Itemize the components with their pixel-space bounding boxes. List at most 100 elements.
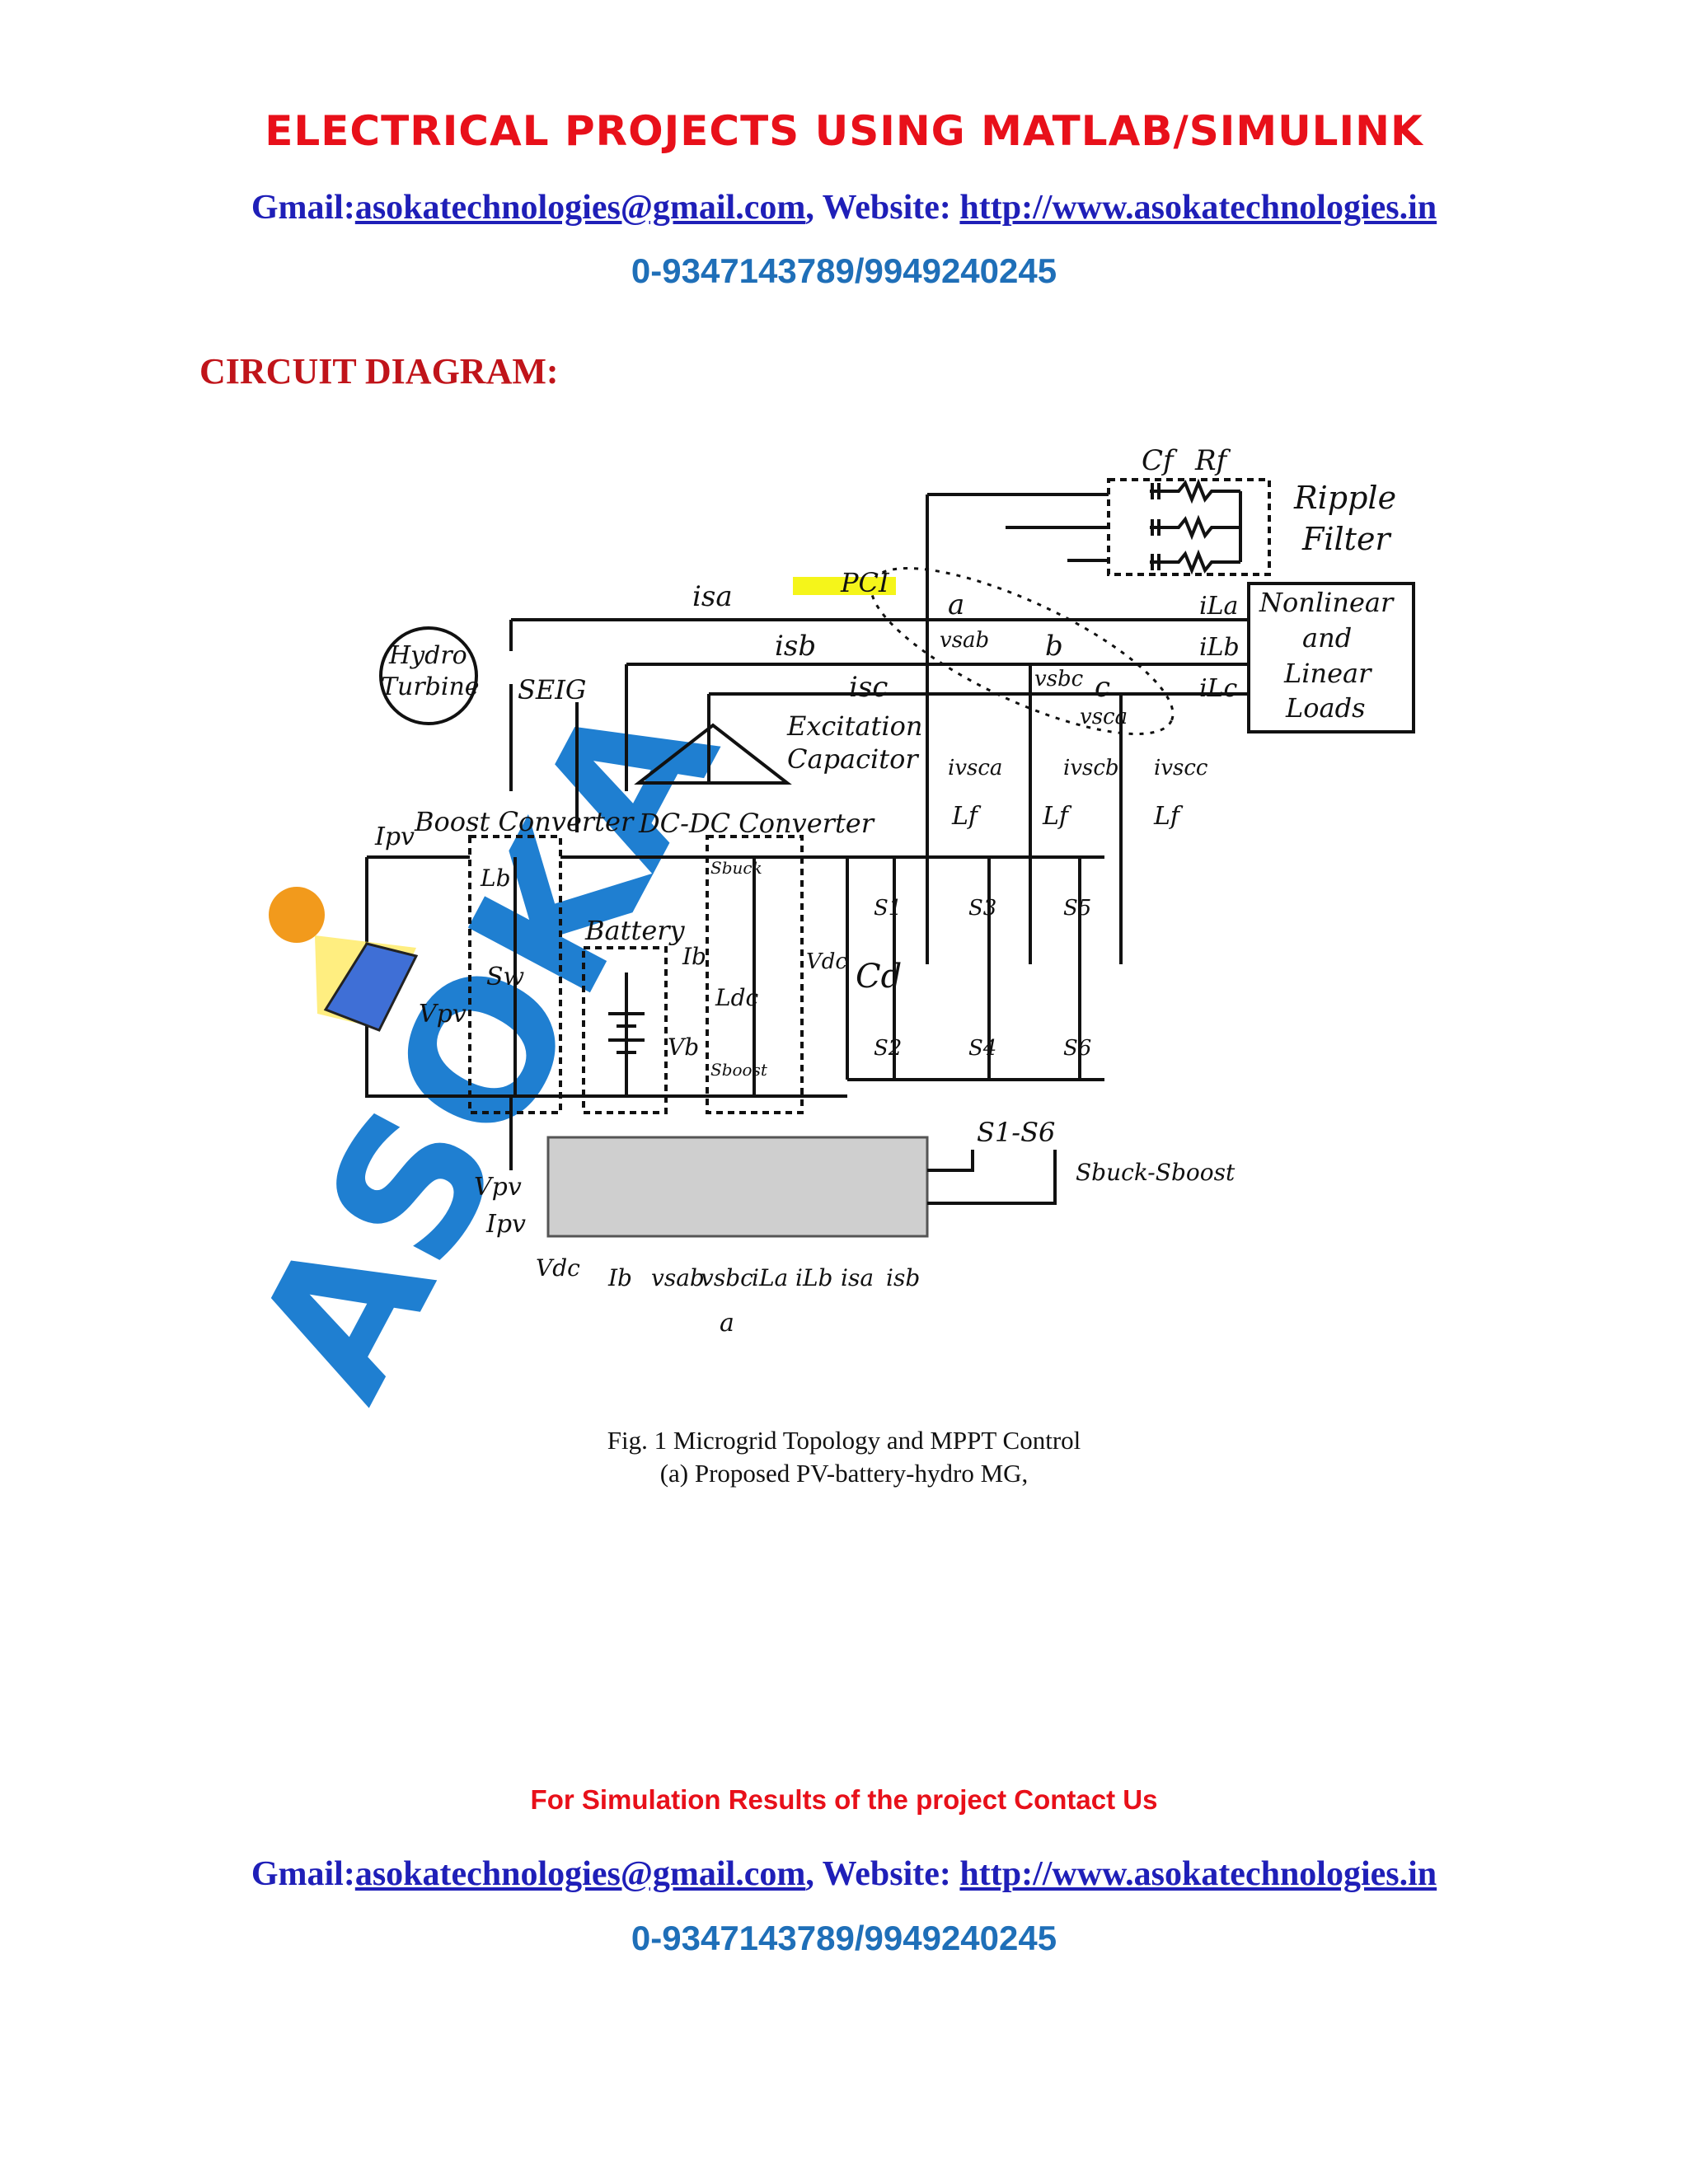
inverter-legs — [893, 857, 1081, 1080]
label-input-isb: isb — [886, 1264, 920, 1291]
label-s3: S3 — [968, 896, 996, 921]
label-rf: Rf — [1194, 444, 1231, 477]
pv-panel-icon — [323, 942, 419, 1032]
battery-cells — [608, 1012, 645, 1054]
label-loads-4: Loads — [1285, 692, 1366, 724]
label-node-b: b — [1045, 630, 1063, 663]
label-filter: Filter — [1301, 521, 1392, 557]
gmail-label: Gmail: — [251, 189, 355, 227]
sun-icon — [269, 887, 325, 943]
seig-leads — [509, 620, 710, 832]
label-vsca: vsca — [1080, 705, 1128, 729]
page-title: ELECTRICAL PROJECTS USING MATLAB/SIMULIN… — [265, 107, 1423, 155]
label-lb: Lb — [480, 865, 511, 892]
label-battery: Battery — [584, 915, 686, 946]
inverter-feeders — [926, 664, 1123, 964]
label-capacitor: Capacitor — [787, 743, 919, 775]
label-ripple: Ripple — [1293, 480, 1396, 516]
gmail-link[interactable]: asokatechnologies@gmail.com — [354, 189, 806, 227]
label-sboost: Sboost — [710, 1060, 768, 1080]
section-heading: CIRCUIT DIAGRAM: — [199, 351, 559, 391]
label-cf: Cf — [1142, 444, 1178, 477]
footer-website-link[interactable]: http://www.asokatechnologies.in — [959, 1855, 1437, 1893]
footer-website-separator: , Website: — [805, 1855, 960, 1893]
filter-capacitors — [1151, 483, 1160, 570]
label-vb: Vb — [668, 1033, 699, 1061]
label-sbuck: Sbuck — [710, 858, 762, 878]
excitation-capacitor — [634, 723, 792, 785]
label-input-vdc: Vdc — [536, 1254, 580, 1282]
label-ipv: Ipv — [374, 823, 415, 851]
label-ctrl-vpv: Vpv — [474, 1173, 522, 1202]
pci-highlight — [793, 577, 896, 595]
control-lines — [509, 1096, 1057, 1205]
footer-contact-line: Gmail:asokatechnologies@gmail.com, Websi… — [0, 1854, 1688, 1894]
figure-caption-line-1: Fig. 1 Microgrid Topology and MPPT Contr… — [607, 1426, 1081, 1455]
circuit-wiring — [365, 478, 1415, 1238]
label-cd: Cd — [856, 958, 902, 996]
label-input-vsab: vsab — [651, 1264, 705, 1291]
label-lf-3: Lf — [1153, 802, 1184, 831]
label-isa: isa — [692, 580, 733, 613]
label-node-a: a — [948, 588, 964, 621]
header-contact-line: Gmail:asokatechnologies@gmail.com, Websi… — [0, 188, 1688, 227]
label-ib: Ib — [682, 943, 706, 970]
label-subfig-a: a — [720, 1309, 734, 1338]
label-input-vsbc: vsbc — [701, 1264, 753, 1291]
label-s6: S6 — [1063, 1036, 1091, 1061]
label-s1-s6: S1-S6 — [977, 1117, 1055, 1148]
header-phone: 0-9347143789/9949240245 — [631, 251, 1057, 290]
label-vdc: Vdc — [806, 949, 847, 974]
label-input-ilb: iLb — [795, 1264, 832, 1291]
label-dcdc-converter: DC-DC Converter — [638, 808, 875, 839]
label-node-c: c — [1095, 671, 1110, 704]
label-input-ib: Ib — [607, 1264, 632, 1291]
label-vpv: Vpv — [419, 1000, 467, 1029]
label-ila: iLa — [1199, 592, 1238, 621]
inverter-dc-rails — [846, 855, 1104, 1081]
label-pci: PCI — [840, 567, 890, 598]
label-hydro: Hydro — [388, 641, 467, 670]
label-ivscc: ivscc — [1154, 756, 1208, 780]
label-s4: S4 — [968, 1036, 996, 1061]
label-ilc: iLc — [1199, 674, 1238, 703]
label-loads-1: Nonlinear — [1259, 587, 1395, 618]
footer-gmail-label: Gmail: — [251, 1855, 355, 1893]
load-box — [1247, 582, 1415, 733]
label-vsbc: vsbc — [1034, 667, 1084, 691]
label-isc: isc — [849, 671, 888, 704]
hydro-turbine-circle — [379, 626, 478, 725]
label-vsab: vsab — [940, 628, 989, 653]
website-link[interactable]: http://www.asokatechnologies.in — [959, 189, 1437, 227]
label-sw: Sw — [486, 963, 525, 991]
battery-box — [582, 946, 668, 1114]
converter-legs — [513, 857, 756, 1096]
label-input-isa: isa — [841, 1264, 874, 1291]
label-input-ila: iLa — [752, 1264, 788, 1291]
label-turbine: Turbine — [381, 673, 480, 701]
dcdc-converter-box — [706, 835, 804, 1114]
label-s2: S2 — [874, 1036, 902, 1061]
label-lf-1: Lf — [951, 802, 982, 831]
label-ivscb: ivscb — [1063, 756, 1119, 780]
label-lf-2: Lf — [1042, 802, 1072, 831]
label-isb: isb — [775, 630, 816, 663]
label-boost-converter: Boost Converter — [414, 806, 635, 837]
diagram-labels: Cf Rf Ripple Filter PCI isa isb isc a b … — [374, 444, 1396, 1338]
label-seig: SEIG — [518, 674, 586, 705]
label-ldc: Ldc — [715, 984, 759, 1011]
label-ctrl-ipv: Ipv — [485, 1210, 526, 1239]
label-excitation: Excitation — [786, 710, 922, 742]
label-s5: S5 — [1063, 896, 1091, 921]
label-loads-2: and — [1302, 622, 1352, 654]
filter-resistors — [1150, 478, 1242, 575]
footer-gmail-link[interactable]: asokatechnologies@gmail.com — [354, 1855, 806, 1893]
footer-phone: 0-9347143789/9949240245 — [631, 1919, 1057, 1957]
pci-ellipse — [870, 566, 1175, 736]
label-s1: S1 — [874, 896, 902, 921]
source-bus — [511, 618, 1249, 696]
label-loads-3: Linear — [1283, 658, 1372, 689]
filter-feeders — [926, 493, 1109, 964]
label-ilb: iLb — [1199, 633, 1240, 662]
circuit-diagram: Cf Rf Ripple Filter PCI isa isb isc a b … — [269, 444, 1415, 1338]
